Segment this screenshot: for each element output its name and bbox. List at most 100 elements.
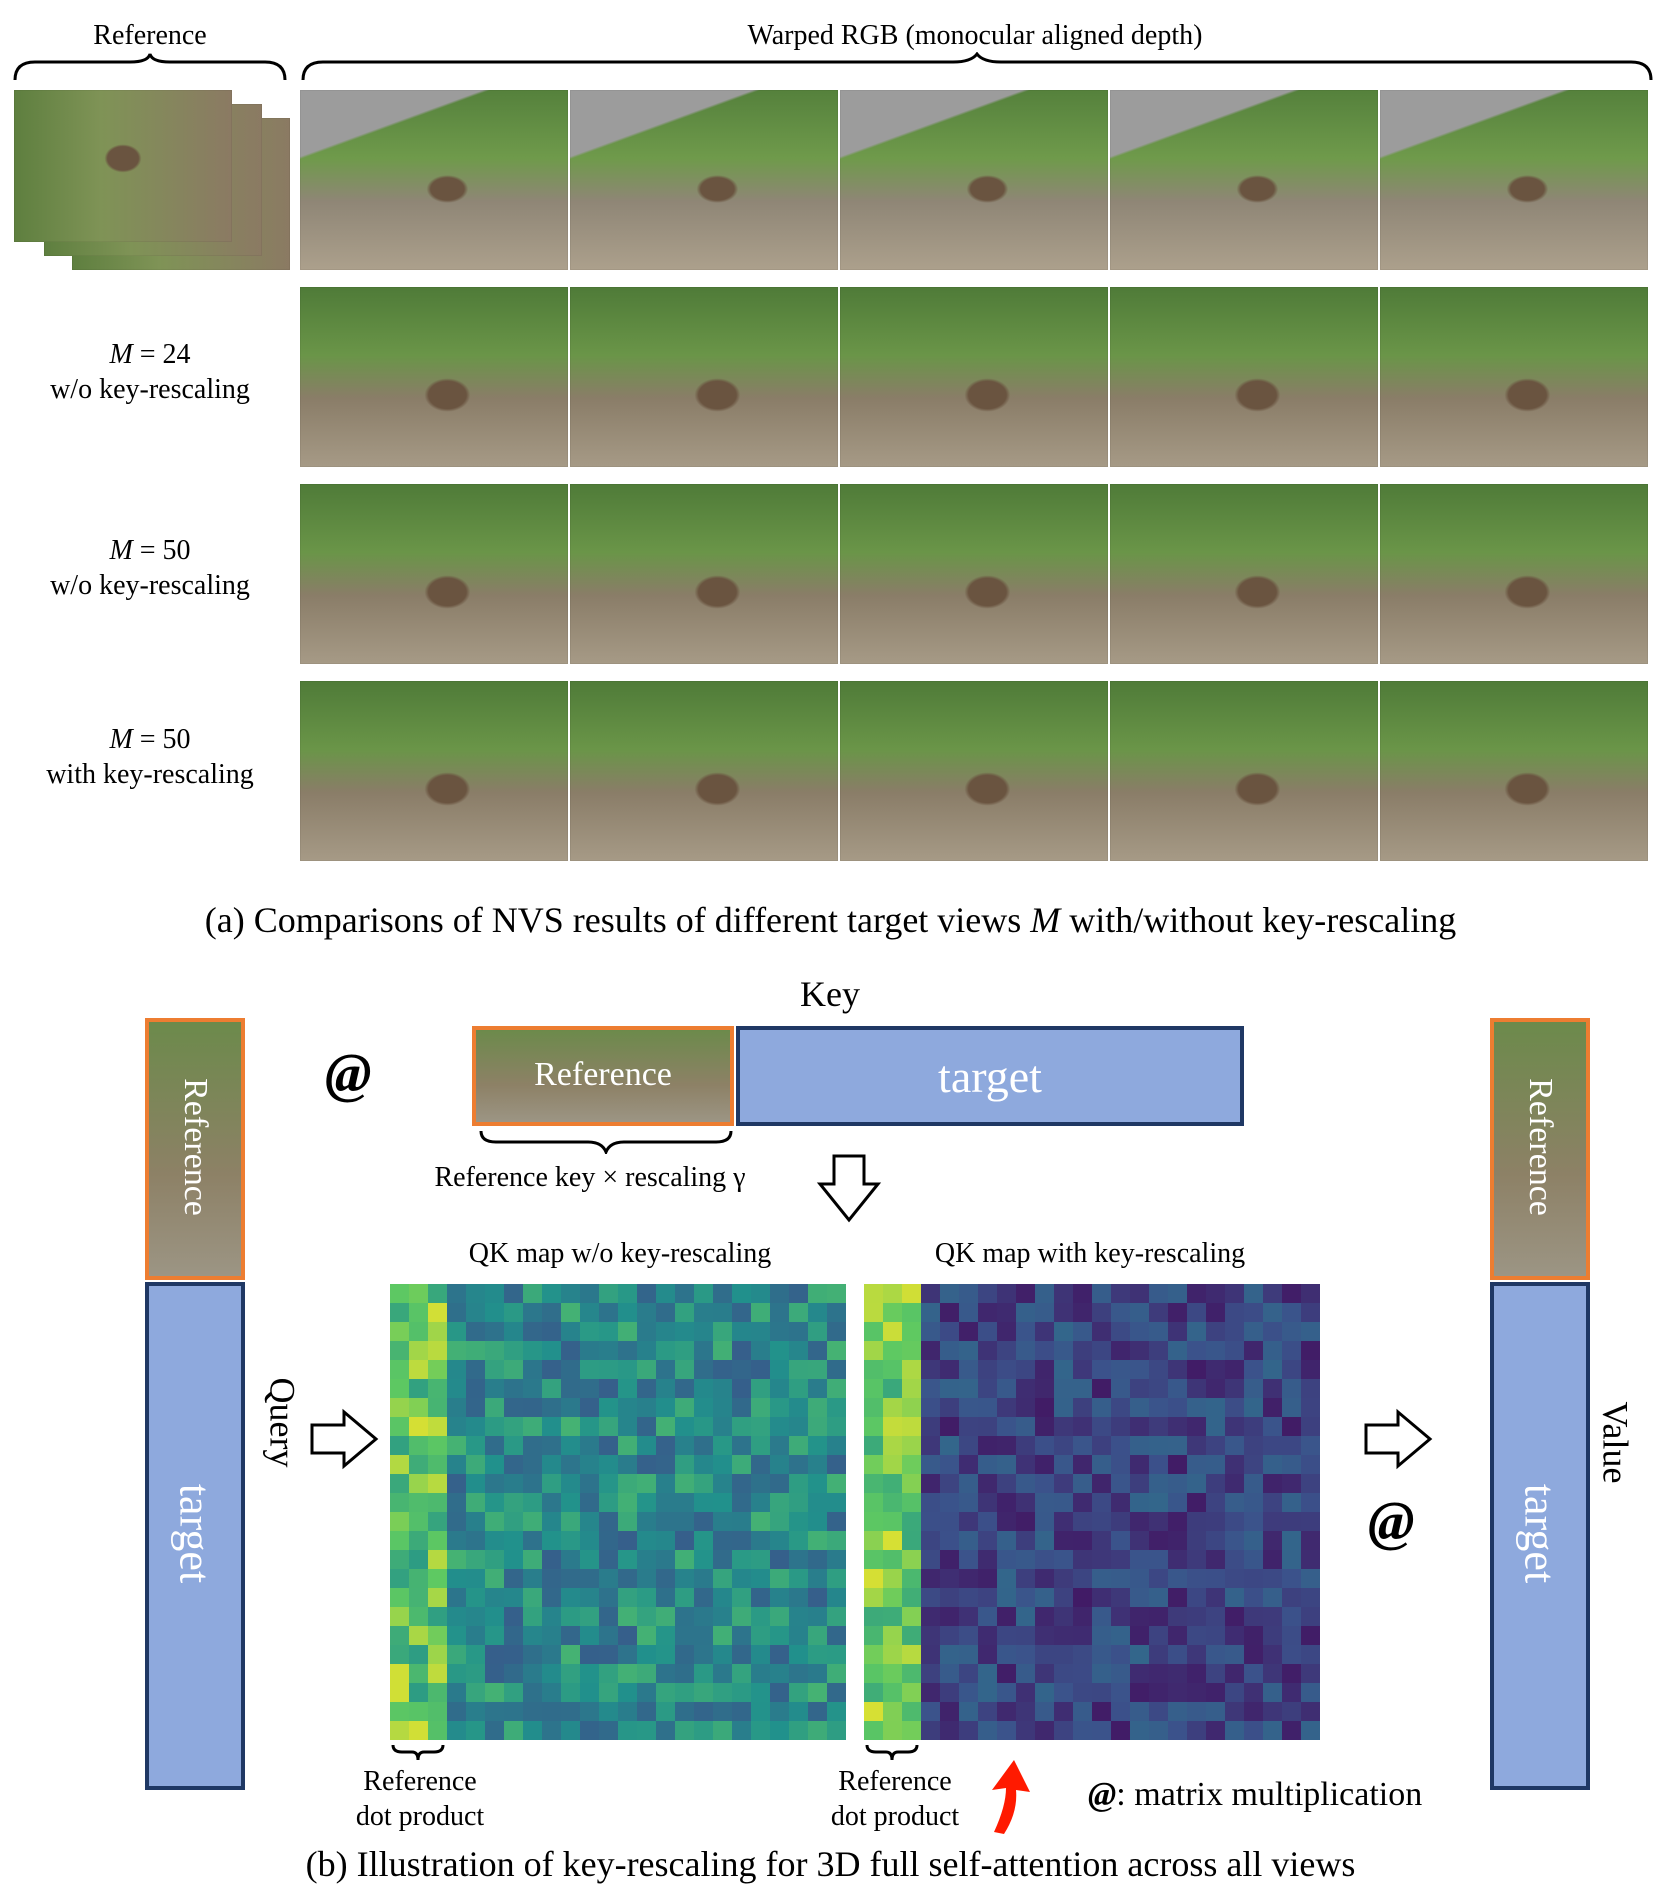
qk-right-cell xyxy=(921,1284,941,1304)
qk-left-cell xyxy=(542,1493,562,1513)
qk-right-cell xyxy=(1054,1721,1074,1740)
qk-right-cell xyxy=(1130,1512,1150,1532)
qk-left-cell xyxy=(542,1436,562,1456)
qk-right-cell xyxy=(902,1284,922,1304)
qk-right-cell xyxy=(1168,1417,1188,1437)
qk-right-cell xyxy=(940,1512,960,1532)
qk-right-cell xyxy=(1092,1721,1112,1740)
qk-left-cell xyxy=(485,1360,505,1380)
qk-right-cell xyxy=(921,1360,941,1380)
qk-left-cell xyxy=(751,1664,771,1684)
qk-left-cell xyxy=(694,1721,714,1740)
qk-right-cell xyxy=(978,1284,998,1304)
qk-right-cell xyxy=(1035,1417,1055,1437)
qk-left-cell xyxy=(770,1626,790,1646)
qk-left-cell xyxy=(504,1341,524,1361)
qk-right-cell xyxy=(940,1360,960,1380)
qk-left-cell xyxy=(827,1550,846,1570)
qk-right-cell xyxy=(1016,1398,1036,1418)
qk-left-cell xyxy=(770,1493,790,1513)
qk-right-cell xyxy=(1111,1531,1131,1551)
qk-left-cell xyxy=(523,1683,543,1703)
qk-right-cell xyxy=(940,1588,960,1608)
nvs-image-r1-c4 xyxy=(1380,287,1648,467)
qk-right-cell xyxy=(1130,1683,1150,1703)
qk-right-cell xyxy=(1301,1645,1320,1665)
qk-right-cell xyxy=(1092,1284,1112,1304)
qk-right-cell xyxy=(1073,1303,1093,1323)
qk-left-cell xyxy=(713,1436,733,1456)
qk-right-cell xyxy=(1016,1626,1036,1646)
qk-left-cell xyxy=(409,1645,429,1665)
qk-right-cell xyxy=(1149,1417,1169,1437)
qk-right-cell xyxy=(1149,1702,1169,1722)
qk-right-cell xyxy=(1054,1607,1074,1627)
qk-right-cell xyxy=(1225,1569,1245,1589)
qk-right-cell xyxy=(1092,1436,1112,1456)
qk-left-cell xyxy=(694,1284,714,1304)
row-label-m24: M = 24 w/o key-rescaling xyxy=(50,339,250,405)
qk-left-cell xyxy=(428,1683,448,1703)
qk-left-cell xyxy=(580,1379,600,1399)
qk-left-cell xyxy=(390,1474,410,1494)
qk-left-cell xyxy=(713,1512,733,1532)
nvs-image-r3-c0 xyxy=(300,681,568,861)
qk-left-cell xyxy=(504,1417,524,1437)
qk-right-cell xyxy=(1111,1721,1131,1740)
qk-left-cell xyxy=(618,1721,638,1740)
qk-left-cell xyxy=(751,1360,771,1380)
qk-left-cell xyxy=(409,1664,429,1684)
qk-left-cell xyxy=(789,1493,809,1513)
qk-right-cell xyxy=(997,1303,1017,1323)
qk-left-cell xyxy=(561,1626,581,1646)
qk-left-cell xyxy=(675,1322,695,1342)
qk-right-cell xyxy=(1206,1569,1226,1589)
qk-right-cell xyxy=(1149,1341,1169,1361)
qk-right-cell xyxy=(1016,1531,1036,1551)
query-reference-block: Reference xyxy=(145,1018,245,1280)
nvs-image-r0-c0 xyxy=(300,90,568,270)
qk-left-cell xyxy=(504,1379,524,1399)
qk-left-cell xyxy=(618,1664,638,1684)
qk-left-cell xyxy=(789,1569,809,1589)
rescale-brace xyxy=(479,1130,733,1154)
reference-brace xyxy=(13,53,287,81)
qk-left-cell xyxy=(656,1474,676,1494)
qk-right-cell xyxy=(883,1436,903,1456)
qk-right-cell xyxy=(997,1645,1017,1665)
qk-left-cell xyxy=(485,1417,505,1437)
qk-left-cell xyxy=(466,1474,486,1494)
qk-left-cell xyxy=(789,1531,809,1551)
qk-right-cell xyxy=(1282,1284,1302,1304)
qk-right-cell xyxy=(997,1569,1017,1589)
qk-right-cell xyxy=(883,1474,903,1494)
qk-left-cell xyxy=(827,1493,846,1513)
qk-left-cell xyxy=(504,1569,524,1589)
qk-left-cell xyxy=(808,1398,828,1418)
qk-right-cell xyxy=(1130,1474,1150,1494)
qk-left-cell xyxy=(390,1645,410,1665)
qk-right-cell xyxy=(1301,1398,1320,1418)
qk-left-cell xyxy=(580,1721,600,1740)
qk-left-cell xyxy=(599,1379,619,1399)
qk-left-cell xyxy=(390,1664,410,1684)
qk-right-cell xyxy=(883,1645,903,1665)
qk-right-cell xyxy=(1225,1683,1245,1703)
qk-left-cell xyxy=(409,1721,429,1740)
qk-left-cell xyxy=(713,1645,733,1665)
qk-left-cell xyxy=(694,1322,714,1342)
qk-right-cell xyxy=(1035,1493,1055,1513)
qk-left-cell xyxy=(713,1550,733,1570)
qk-left-cell xyxy=(656,1398,676,1418)
qk-left-cell xyxy=(485,1702,505,1722)
qk-left-cell xyxy=(409,1379,429,1399)
qk-left-cell xyxy=(428,1550,448,1570)
qk-left-cell xyxy=(770,1436,790,1456)
qk-right-cell xyxy=(1035,1721,1055,1740)
qk-right-cell xyxy=(959,1474,979,1494)
qk-left-cell xyxy=(561,1550,581,1570)
qk-left-cell xyxy=(466,1455,486,1475)
qk-left-cell xyxy=(656,1721,676,1740)
qk-right-cell xyxy=(997,1360,1017,1380)
qk-left-cell xyxy=(409,1455,429,1475)
